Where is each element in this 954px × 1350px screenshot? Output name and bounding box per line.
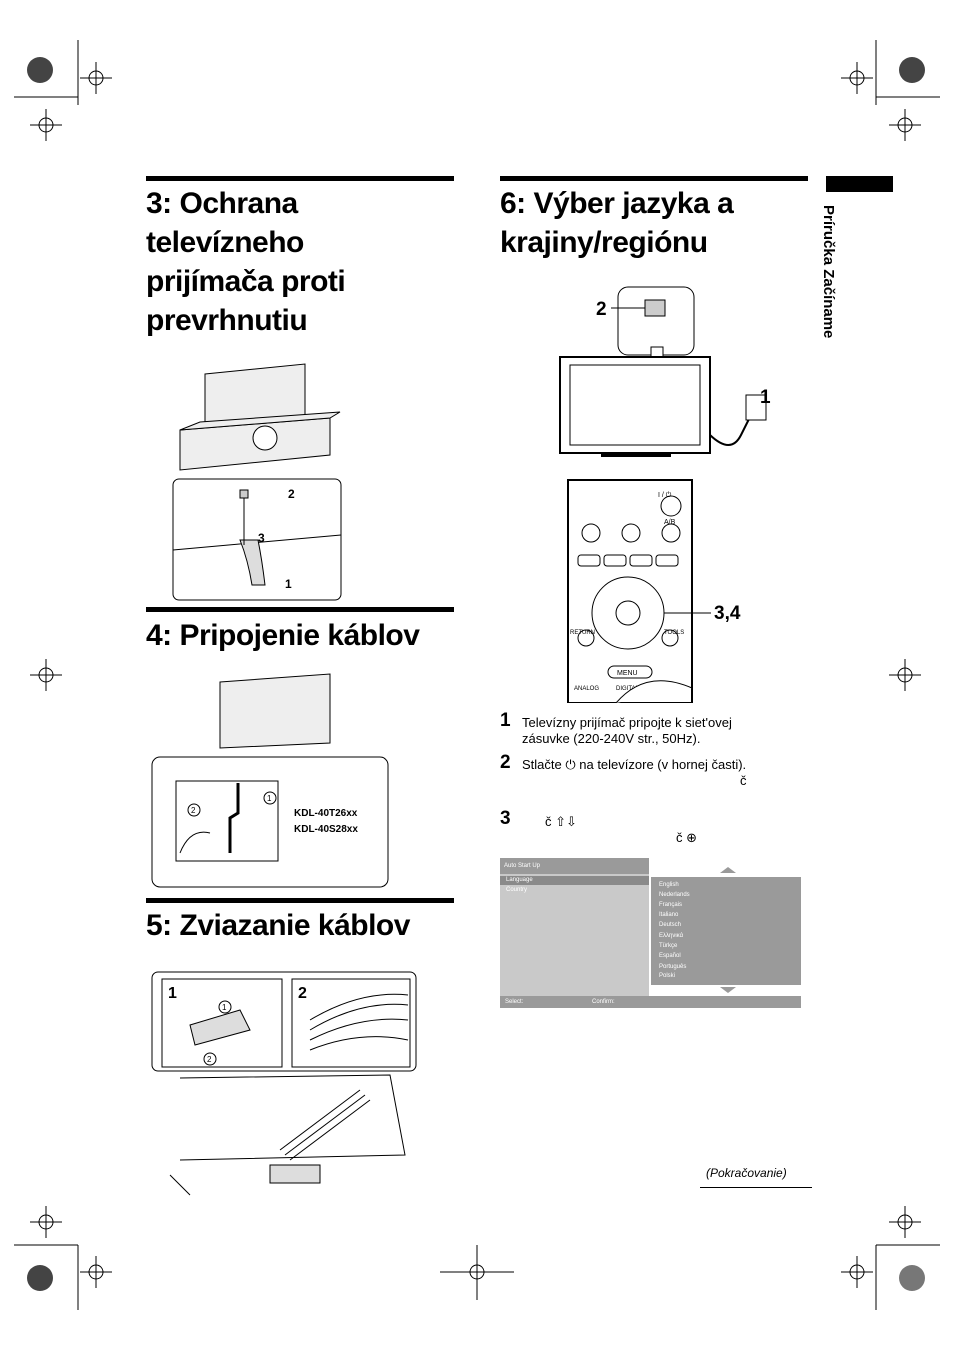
callout-1: 1 [168,985,177,1002]
cable-tie-illustration: 1 2 1 2 [150,970,418,1203]
section-4-title: 4: Pripojenie káblov [146,619,420,652]
section-3-title-line: prijímača proti [146,265,346,298]
sidebar-label: Príručka Začíname [820,205,837,339]
section-3-title-line: televízneho [146,226,304,259]
power-button-label: I / ⏻ [658,491,672,499]
step-number: 1 [500,710,511,731]
language-option[interactable]: Türkçe [659,943,678,949]
step-number: 2 [500,752,511,773]
continued-rule [700,1187,812,1188]
callout-2: 2 [207,1055,212,1064]
tv-power-svg: 2 1 [559,286,771,457]
language-option[interactable]: English [659,882,679,888]
language-option[interactable]: Español [659,953,681,959]
tv-stand-illustration: 2 3 1 [170,360,345,610]
step-text: č ⇧⇩ [545,814,577,829]
section-6-title-line: krajiny/regiónu [500,226,708,259]
ab-button-label: A/B [664,519,676,526]
menu-button-label: MENU [617,670,638,677]
language-option[interactable]: Nederlands [659,892,690,898]
callout-2: 2 [298,985,307,1002]
section-6-title-line: 6: Výber jazyka a [500,187,734,220]
section-rule [146,176,454,181]
menu-left-panel: Auto Start Up Language Country [500,858,649,998]
model-number: KDL-40T26xx [294,808,358,819]
callout-1: 1 [222,1003,227,1012]
confirm-hint: Confirm: [592,999,615,1005]
callout-3-4: 3,4 [714,603,741,624]
step-text: Stlačte ⏻ na televízore (v hornej časti)… [522,757,747,772]
sidebar-tab [826,176,893,192]
section-5-title: 5: Zviazanie káblov [146,909,410,942]
callout-1: 1 [760,387,771,408]
language-option[interactable]: Italiano [659,912,679,918]
step-text: Televízny prijímač pripojte k siet'ovej … [522,715,732,746]
step-number: 3 [500,808,511,829]
continued-label: (Pokračovanie) [706,1166,787,1180]
section-3-title-line: 3: Ochrana [146,187,298,220]
callout-2: 2 [191,806,196,815]
language-option[interactable]: Deutsch [659,922,682,928]
callout-2: 2 [288,487,295,501]
scroll-down-arrow-icon[interactable] [718,986,738,994]
callout-1: 1 [267,794,272,803]
language-option[interactable]: Português [659,964,687,970]
section-rule [146,898,454,903]
tools-button-label: TOOLS [664,630,684,636]
callout-1: 1 [285,577,292,591]
language-option[interactable]: Français [659,902,683,908]
menu-footer: Select: Confirm: [500,996,801,1008]
select-hint: Select: [505,999,524,1005]
model-number: KDL-40S28xx [294,824,358,835]
step-text-extra: č [740,773,747,788]
menu-title: Auto Start Up [500,858,649,874]
tv-stand-svg: 2 3 1 [172,363,342,601]
cable-tie-svg: 1 2 1 2 [151,971,417,1196]
scroll-up-arrow-icon[interactable] [718,866,738,874]
language-option[interactable]: Ελληνικά [659,933,684,939]
cable-connect-illustration: 2 1 [150,668,390,895]
callout-2: 2 [596,299,607,320]
section-rule [146,607,454,612]
return-button-label: RETURN [570,630,595,636]
analog-button-label: ANALOG [574,686,599,692]
section-6-title: 6: Výber jazyka a krajiny/regiónu [500,184,734,262]
language-list: English Nederlands Français Italiano Deu… [651,877,801,985]
remote-svg: I / ⏻ A/B MENU RETURN TOOLS ANALOG DIGIT… [567,479,741,704]
remote-control-illustration: I / ⏻ A/B MENU RETURN TOOLS ANALOG DIGIT… [566,478,756,708]
section-3-title: 3: Ochrana televízneho prijímača proti p… [146,184,346,340]
step-text-extra: č ⊕ [676,830,698,845]
auto-start-up-menu: Auto Start Up Language Country English N… [500,858,801,1008]
language-option[interactable]: Polski [659,973,676,979]
section-rule [500,176,808,181]
digital-button-label: DIGITAL [616,686,640,692]
menu-item-country[interactable]: Country [506,887,528,893]
cable-connect-svg: 2 1 [151,673,389,888]
callout-3: 3 [258,531,265,545]
menu-item-language[interactable]: Language [500,876,649,885]
tv-power-illustration: 2 1 [556,285,781,470]
section-3-title-line: prevrhnutiu [146,304,308,337]
